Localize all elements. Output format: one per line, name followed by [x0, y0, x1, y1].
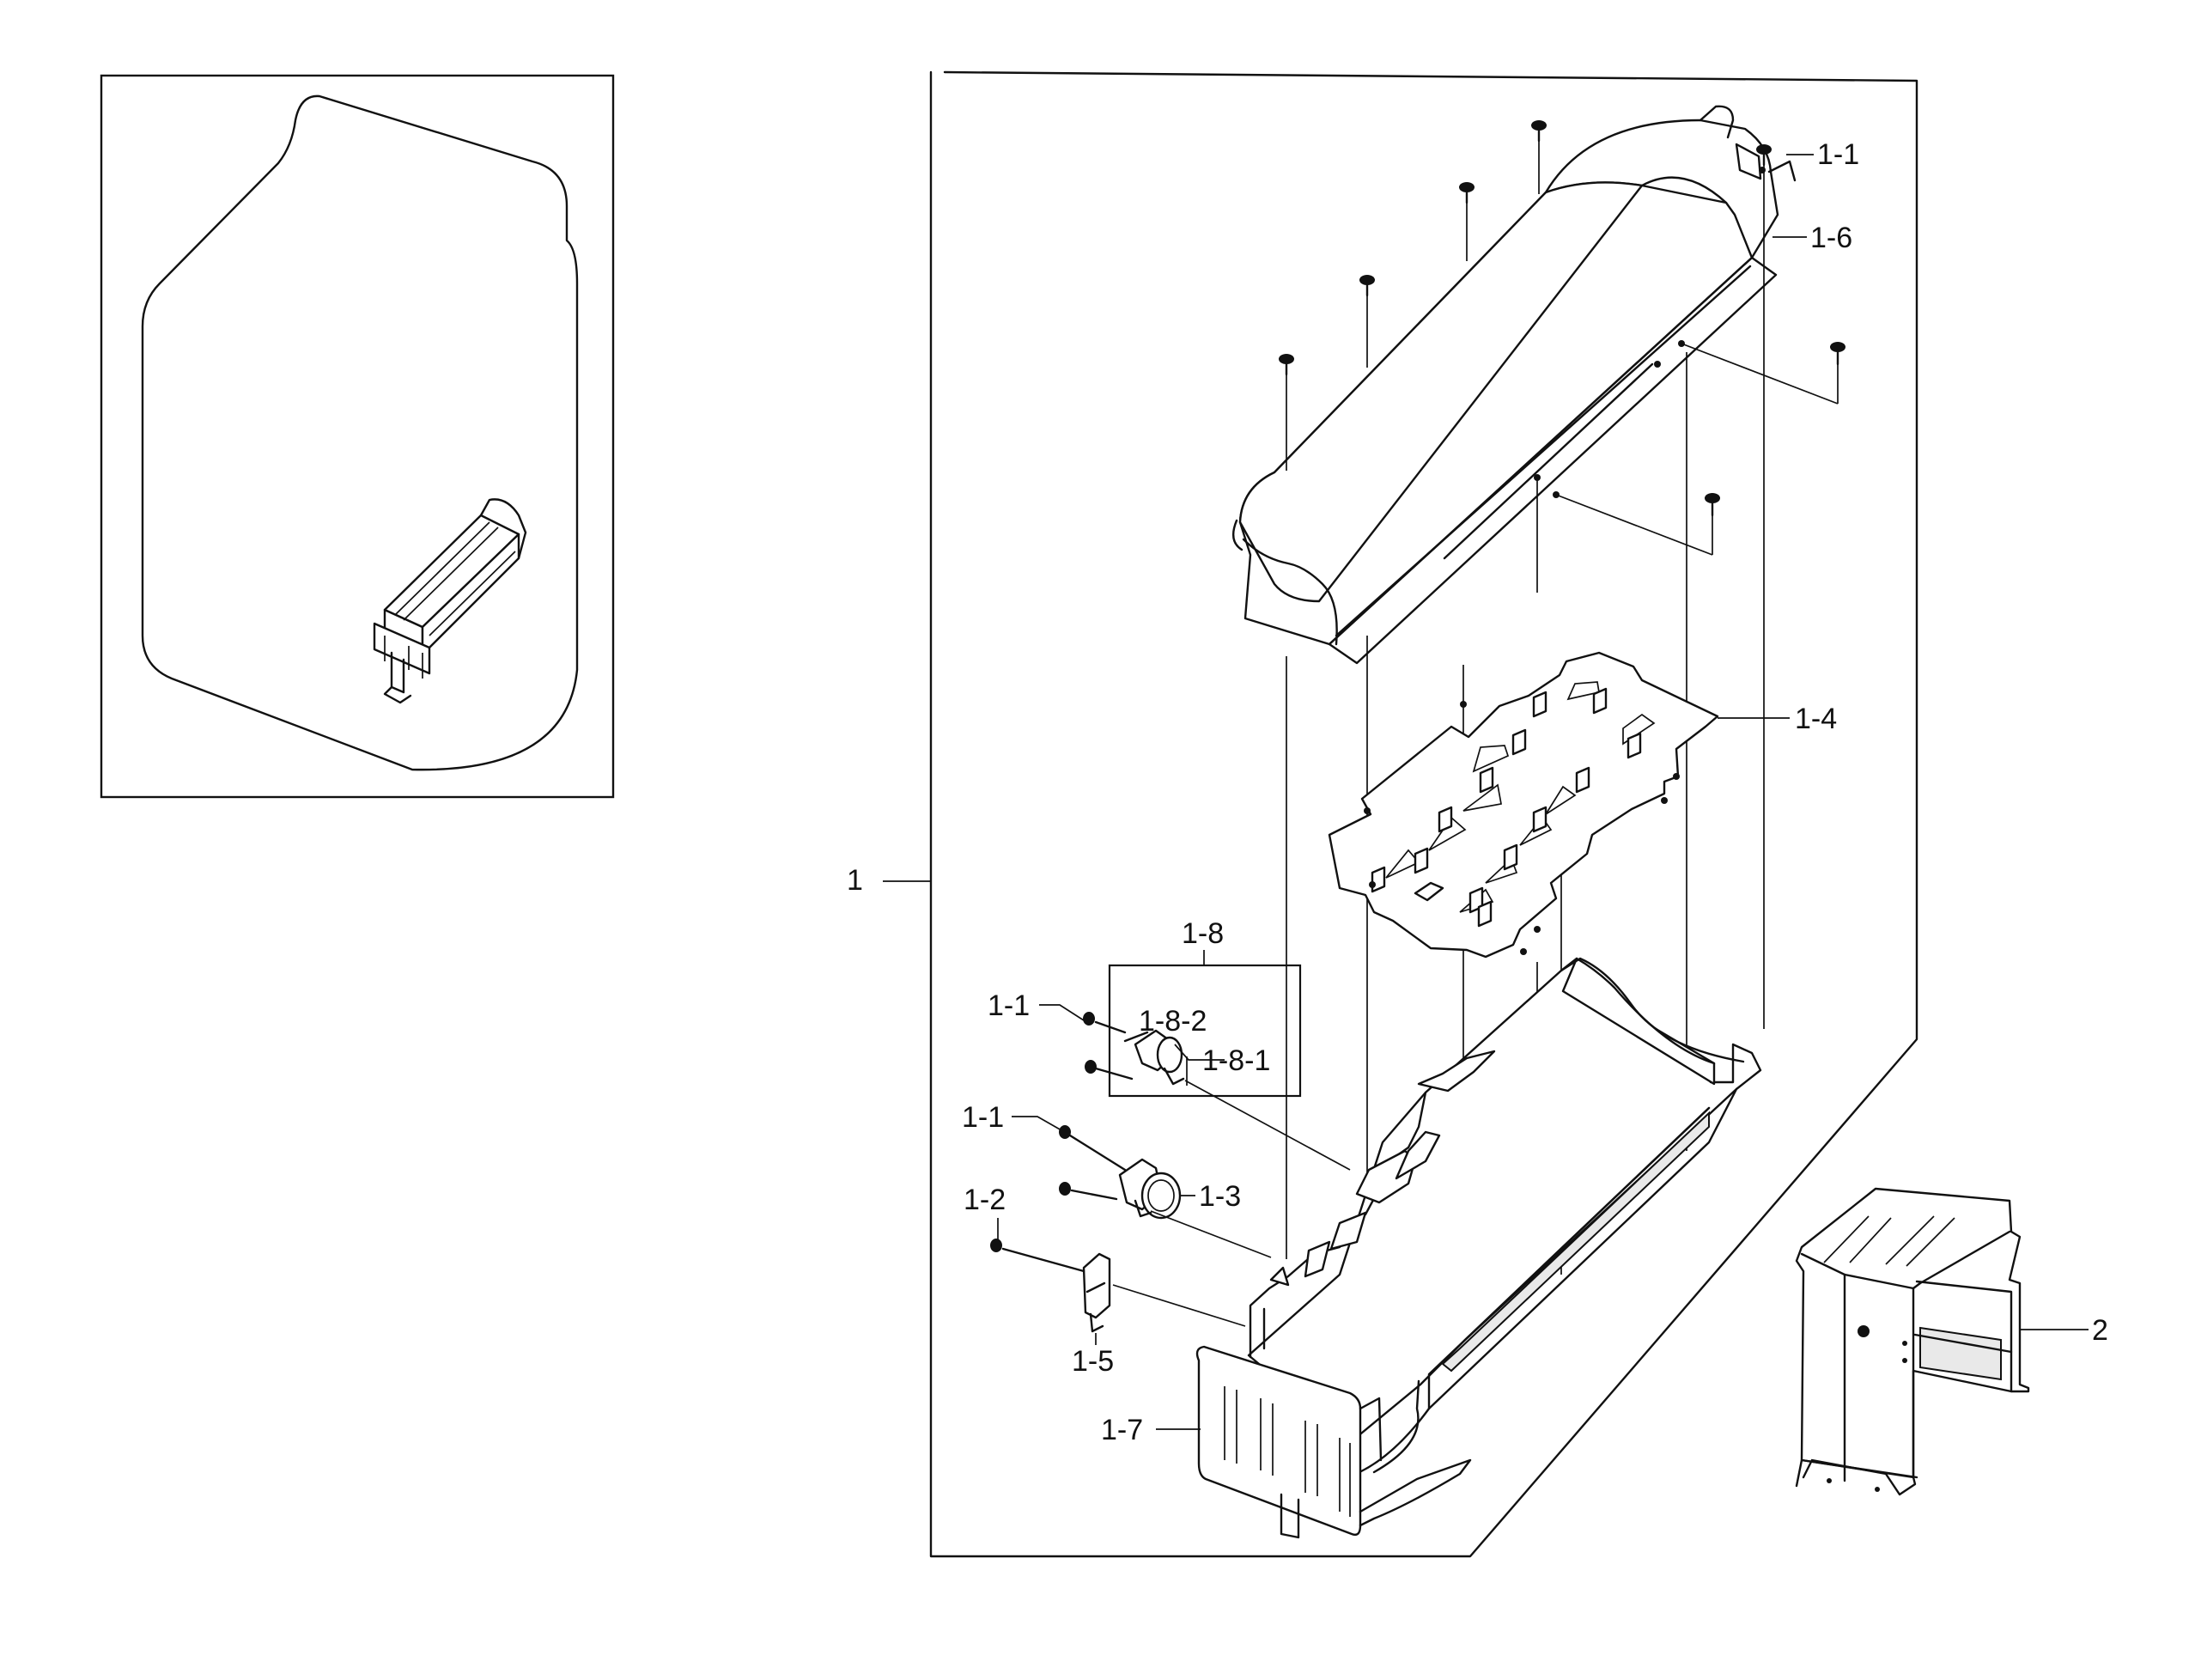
label-1-8-2: 1-8-2 — [1139, 1005, 1207, 1038]
label-1: 1 — [847, 864, 863, 897]
screw-icon — [1459, 182, 1475, 204]
screw-icon — [1059, 1182, 1118, 1201]
label-1-1-b: 1-1 — [962, 1101, 1004, 1134]
screw-icon — [1830, 342, 1845, 366]
leader-lines — [883, 154, 2089, 1430]
label-1-6: 1-6 — [1810, 222, 1852, 254]
screw-icon — [1085, 1060, 1134, 1080]
label-2: 2 — [2092, 1314, 2108, 1347]
bracket-part-2 — [1795, 1187, 2030, 1496]
label-1-2: 1-2 — [964, 1184, 1006, 1216]
thermostat-group-box — [1108, 964, 1302, 1098]
overview-inset — [100, 74, 615, 799]
thermostat-1-3 — [1118, 1158, 1182, 1220]
screw-icon — [1083, 1012, 1127, 1034]
callout-labels: 1 1-1 1-6 1-4 1-8 1-1 1-8-2 1-8-1 1-1 1-… — [847, 138, 2108, 1446]
screw-icon — [1756, 144, 1772, 167]
label-1-4: 1-4 — [1795, 703, 1837, 735]
screw-icon — [1059, 1125, 1127, 1172]
screw-icon — [1279, 354, 1294, 376]
screw-icon — [1705, 493, 1720, 517]
heater-plate — [1328, 651, 1719, 959]
dryer-cabinet-outline — [141, 94, 579, 771]
assembly-1-frame — [929, 70, 1918, 1558]
label-1-5: 1-5 — [1072, 1345, 1114, 1378]
label-1-1-a: 1-1 — [988, 989, 1030, 1022]
housing-tabs — [1269, 1050, 1496, 1287]
fuse-1-5 — [1082, 1252, 1111, 1333]
thermostat-1-8-1 — [1123, 1029, 1185, 1086]
cover-screws — [1279, 120, 1845, 517]
label-1-1-top: 1-1 — [1817, 138, 1859, 171]
heater-cover — [1231, 105, 1797, 665]
screw-icon — [1359, 275, 1375, 297]
heater-housing — [1195, 957, 1762, 1539]
screw-icon — [990, 1239, 1085, 1273]
inset-heater-assembly — [373, 498, 527, 704]
label-1-8: 1-8 — [1182, 917, 1224, 950]
screw-icon — [1531, 120, 1547, 143]
label-1-3: 1-3 — [1199, 1180, 1241, 1213]
inset-frame — [100, 74, 615, 799]
label-1-8-1: 1-8-1 — [1202, 1044, 1270, 1077]
label-1-7: 1-7 — [1101, 1414, 1143, 1446]
